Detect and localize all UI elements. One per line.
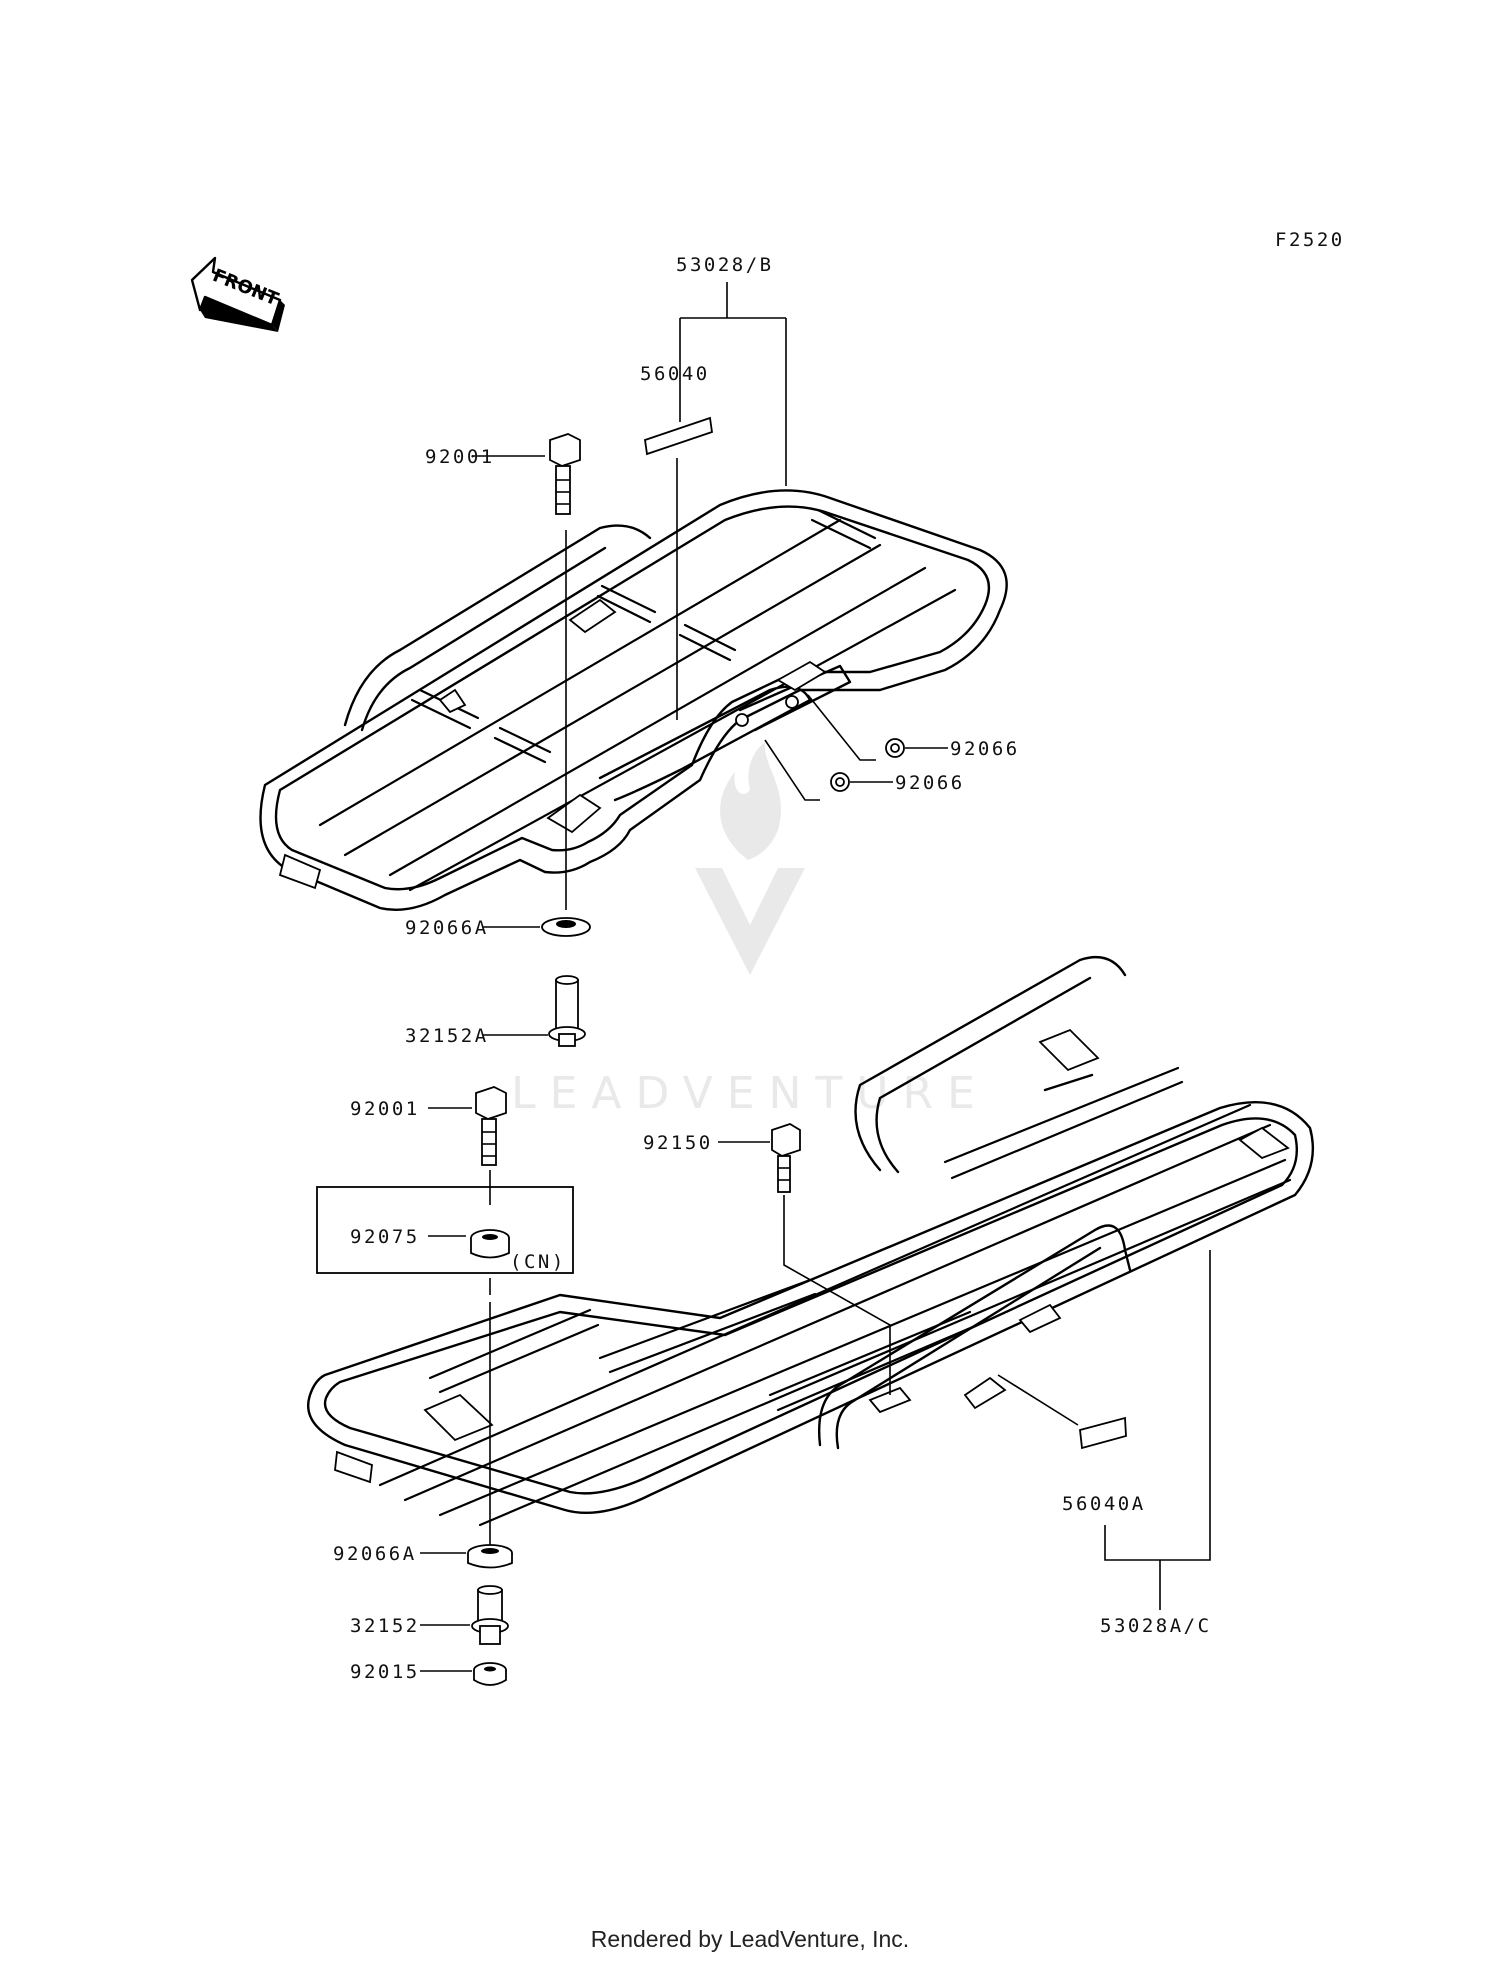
label-53028-b: 53028/B [676,254,774,276]
label-92066-b: 92066 [895,772,965,794]
front-arrow-icon: FRONT [190,256,285,332]
label-upper-92001: 92001 [425,446,495,468]
label-cn-note: (CN) [510,1251,566,1273]
decal-56040 [644,416,713,456]
upper-rack [259,489,1008,911]
label-upper-92066a: 92066A [405,917,489,939]
label-lower-92066a: 92066A [333,1543,417,1565]
label-upper-32152a: 32152A [405,1025,489,1047]
label-53028a-c: 53028A/C [1100,1615,1212,1637]
diagram-code: F2520 [1275,229,1345,251]
upper-bolt-92001 [549,433,581,515]
lower-assembly-bracket [1104,1250,1211,1610]
lower-bolt-92001 [475,1086,507,1166]
label-56040a: 56040A [1062,1493,1146,1515]
label-92066-a: 92066 [950,738,1020,760]
lower-washer-92066a [467,1544,513,1569]
leadventure-watermark-logo [695,742,805,975]
label-92075: 92075 [350,1226,420,1248]
collar-92066-a [885,738,905,758]
lower-rack [307,955,1314,1527]
side-bolt-92150 [771,1123,801,1193]
label-32152: 32152 [350,1615,420,1637]
cushion-92075 [470,1229,510,1259]
cushion-callout-box [316,1186,574,1274]
decal-56040a [1079,1416,1127,1450]
label-56040: 56040 [640,363,710,385]
collar-92066-b [830,772,850,792]
nut-92015 [473,1662,507,1686]
label-lower-92001: 92001 [350,1098,420,1120]
footer-credit: Rendered by LeadVenture, Inc. [590,1926,910,1952]
label-92015: 92015 [350,1661,420,1683]
assembly-bracket [679,282,787,486]
lower-spacer-32152 [471,1585,509,1645]
watermark-text: LEADVENTURE [511,1068,989,1119]
upper-spacer-32152a [548,975,586,1047]
label-92150: 92150 [643,1132,713,1154]
